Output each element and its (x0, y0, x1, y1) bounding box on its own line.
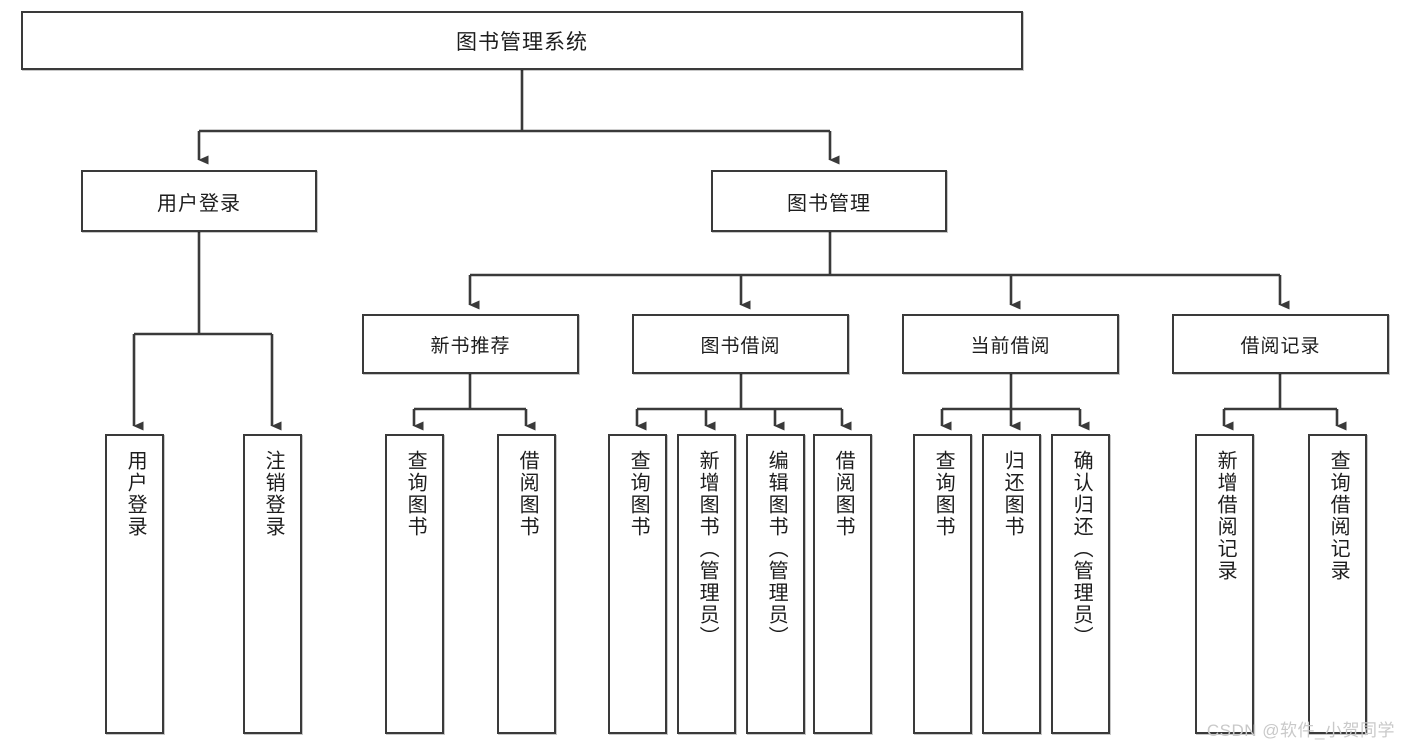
node-label: 查询图书 (404, 450, 427, 538)
node-label: 查询借阅记录 (1327, 450, 1350, 582)
leaf-current-borrow-confirm-return-admin[interactable]: 确认归还（管理员） (1051, 434, 1110, 734)
leaf-borrow-record-add-record[interactable]: 新增借阅记录 (1195, 434, 1254, 734)
node-label: 借阅图书 (516, 450, 539, 538)
node-new-book-recommend[interactable]: 新书推荐 (362, 314, 579, 374)
leaf-book-borrow-edit-book-admin[interactable]: 编辑图书（管理员） (746, 434, 805, 734)
leaf-new-book-borrow-book[interactable]: 借阅图书 (497, 434, 556, 734)
node-label: 查询图书 (932, 450, 955, 538)
node-label: 确认归还（管理员） (1070, 450, 1093, 648)
node-label: 图书管理系统 (456, 30, 588, 54)
node-label: 用户登录 (124, 450, 147, 538)
node-book-management[interactable]: 图书管理 (711, 170, 947, 232)
leaf-book-borrow-query-book[interactable]: 查询图书 (608, 434, 667, 734)
leaf-current-borrow-query-book[interactable]: 查询图书 (913, 434, 972, 734)
leaf-book-borrow-borrow-book[interactable]: 借阅图书 (813, 434, 872, 734)
leaf-borrow-record-query-record[interactable]: 查询借阅记录 (1308, 434, 1367, 734)
node-label: 新增借阅记录 (1214, 450, 1237, 582)
node-label: 用户登录 (157, 192, 241, 215)
node-user-login[interactable]: 用户登录 (81, 170, 317, 232)
node-label: 图书管理 (787, 192, 871, 215)
leaf-user-login-logout[interactable]: 注销登录 (243, 434, 302, 734)
node-label: 编辑图书（管理员） (765, 450, 788, 648)
leaf-book-borrow-add-book-admin[interactable]: 新增图书（管理员） (677, 434, 736, 734)
node-label: 归还图书 (1001, 450, 1024, 538)
node-label: 新书推荐 (430, 335, 511, 357)
node-label: 借阅图书 (832, 450, 855, 538)
node-label: 图书借阅 (700, 335, 781, 357)
leaf-user-login-login[interactable]: 用户登录 (105, 434, 164, 734)
node-label: 当前借阅 (970, 335, 1051, 357)
csdn-watermark: CSDN @软件_小贺同学 (1206, 721, 1395, 740)
leaf-current-borrow-return-book[interactable]: 归还图书 (982, 434, 1041, 734)
node-root-book-management-system[interactable]: 图书管理系统 (21, 11, 1023, 70)
node-label: 新增图书（管理员） (696, 450, 719, 648)
leaf-new-book-query-book[interactable]: 查询图书 (385, 434, 444, 734)
node-book-borrow[interactable]: 图书借阅 (632, 314, 849, 374)
node-label: 查询图书 (627, 450, 650, 538)
node-borrow-record[interactable]: 借阅记录 (1172, 314, 1389, 374)
node-label: 借阅记录 (1240, 335, 1321, 357)
node-current-borrow[interactable]: 当前借阅 (902, 314, 1119, 374)
node-label: 注销登录 (262, 450, 285, 538)
